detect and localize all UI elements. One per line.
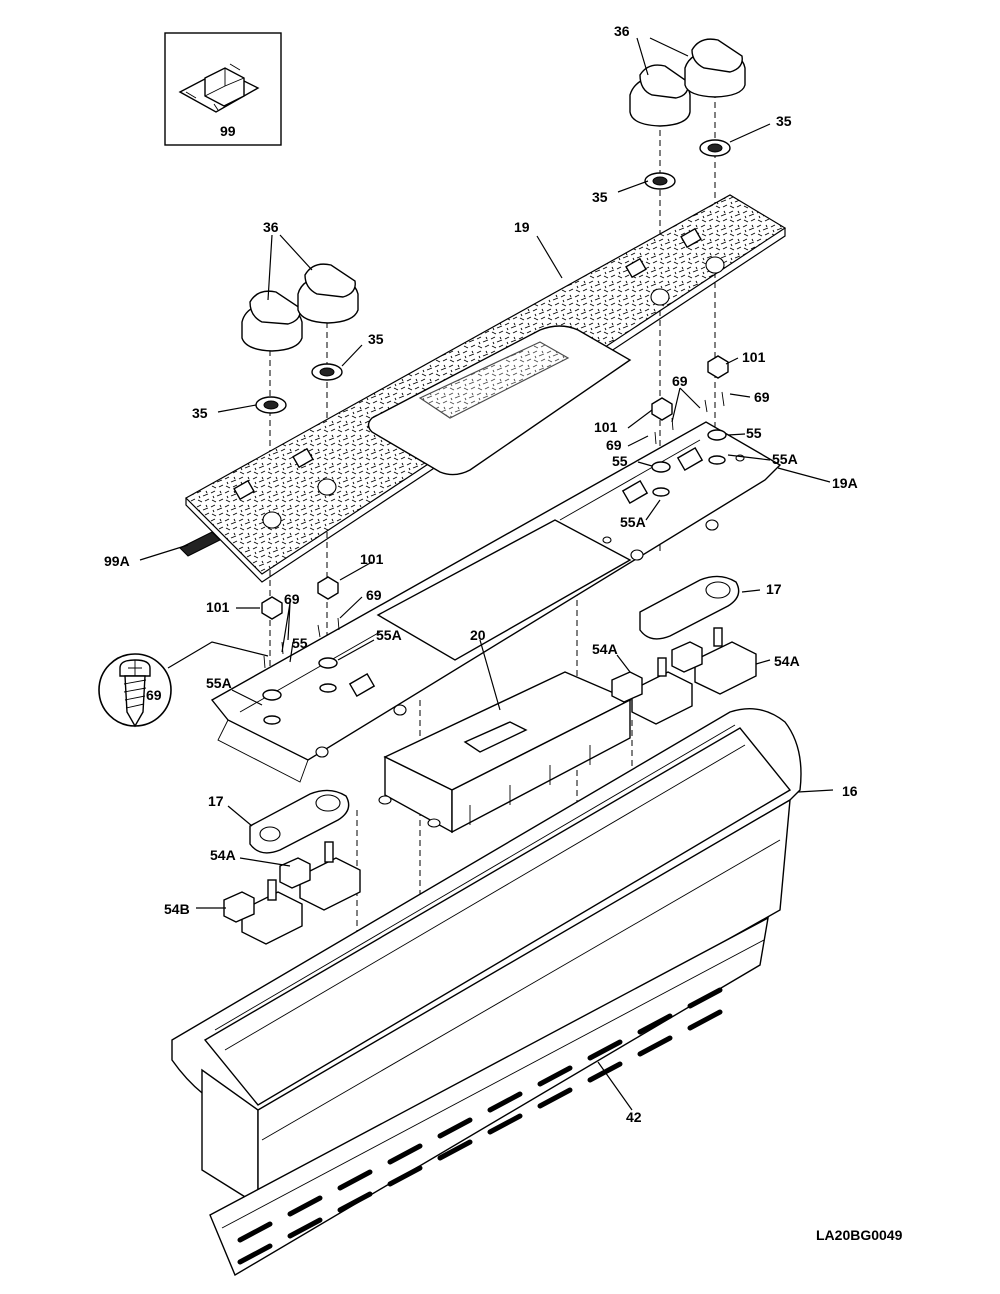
callout-35-top-right: 35 bbox=[776, 113, 792, 129]
callout-20: 20 bbox=[470, 627, 486, 643]
knob-36-left-pair bbox=[241, 263, 359, 352]
callout-19a: 19A bbox=[832, 475, 858, 491]
figure-code: LA20BG0049 bbox=[816, 1227, 903, 1243]
callout-54a-left: 54A bbox=[210, 847, 236, 863]
knob-36-right-pair bbox=[629, 38, 746, 127]
switch-54a-right-b bbox=[671, 627, 757, 695]
leader-lines bbox=[139, 37, 834, 1111]
relay-board-99 bbox=[178, 63, 260, 113]
callout-69-left-a: 69 bbox=[284, 591, 300, 607]
clips-17 bbox=[249, 575, 740, 854]
callout-55a-right: 55A bbox=[772, 451, 798, 467]
callout-35-left-lower: 35 bbox=[192, 405, 208, 421]
callout-55a-left-lower: 55A bbox=[206, 675, 232, 691]
control-panel-19 bbox=[179, 194, 787, 583]
callout-55a-mid: 55A bbox=[620, 514, 646, 530]
callout-101-left-upper: 101 bbox=[360, 551, 384, 567]
callout-35-top-mid: 35 bbox=[592, 189, 608, 205]
callout-69-right-b: 69 bbox=[754, 389, 770, 405]
seals-35 bbox=[255, 139, 731, 414]
switches-54 bbox=[223, 627, 757, 945]
callout-101-left-lower: 101 bbox=[206, 599, 230, 615]
callout-99a: 99A bbox=[104, 553, 130, 569]
callout-19: 19 bbox=[514, 219, 530, 235]
callout-17-right: 17 bbox=[766, 581, 782, 597]
callout-17-left: 17 bbox=[208, 793, 224, 809]
callout-101-right: 101 bbox=[742, 349, 766, 365]
bracket-19a bbox=[210, 421, 782, 783]
callout-55-left: 55 bbox=[292, 635, 308, 651]
callout-54a-right-a: 54A bbox=[592, 641, 618, 657]
inset-box-99 bbox=[164, 32, 282, 146]
callout-99: 99 bbox=[220, 123, 236, 139]
callout-54b: 54B bbox=[164, 901, 190, 917]
callout-labels: 99 36 35 35 19 36 35 35 101 69 69 101 55… bbox=[104, 23, 903, 1243]
electronic-control-20 bbox=[378, 671, 632, 834]
callout-55-mid: 55 bbox=[612, 453, 628, 469]
callout-55-right: 55 bbox=[746, 425, 762, 441]
callout-69-right-c: 69 bbox=[606, 437, 622, 453]
callout-69-left-b: 69 bbox=[366, 587, 382, 603]
callout-35-left-upper: 35 bbox=[368, 331, 384, 347]
callout-101-mid: 101 bbox=[594, 419, 618, 435]
hardware-small-parts bbox=[261, 355, 729, 725]
switch-54a-right-a bbox=[611, 657, 693, 725]
callout-16: 16 bbox=[842, 783, 858, 799]
callout-55a-left-upper: 55A bbox=[376, 627, 402, 643]
backguard-16 bbox=[171, 708, 802, 1207]
callout-69-detail: 69 bbox=[146, 687, 162, 703]
callout-42: 42 bbox=[626, 1109, 642, 1125]
callout-69-right-a: 69 bbox=[672, 373, 688, 389]
switch-54a-left bbox=[279, 841, 361, 911]
callout-36-left: 36 bbox=[263, 219, 279, 235]
callout-54a-right-b: 54A bbox=[774, 653, 800, 669]
screw-detail-69 bbox=[98, 641, 269, 728]
switch-54b bbox=[223, 879, 303, 945]
callout-36-top: 36 bbox=[614, 23, 630, 39]
